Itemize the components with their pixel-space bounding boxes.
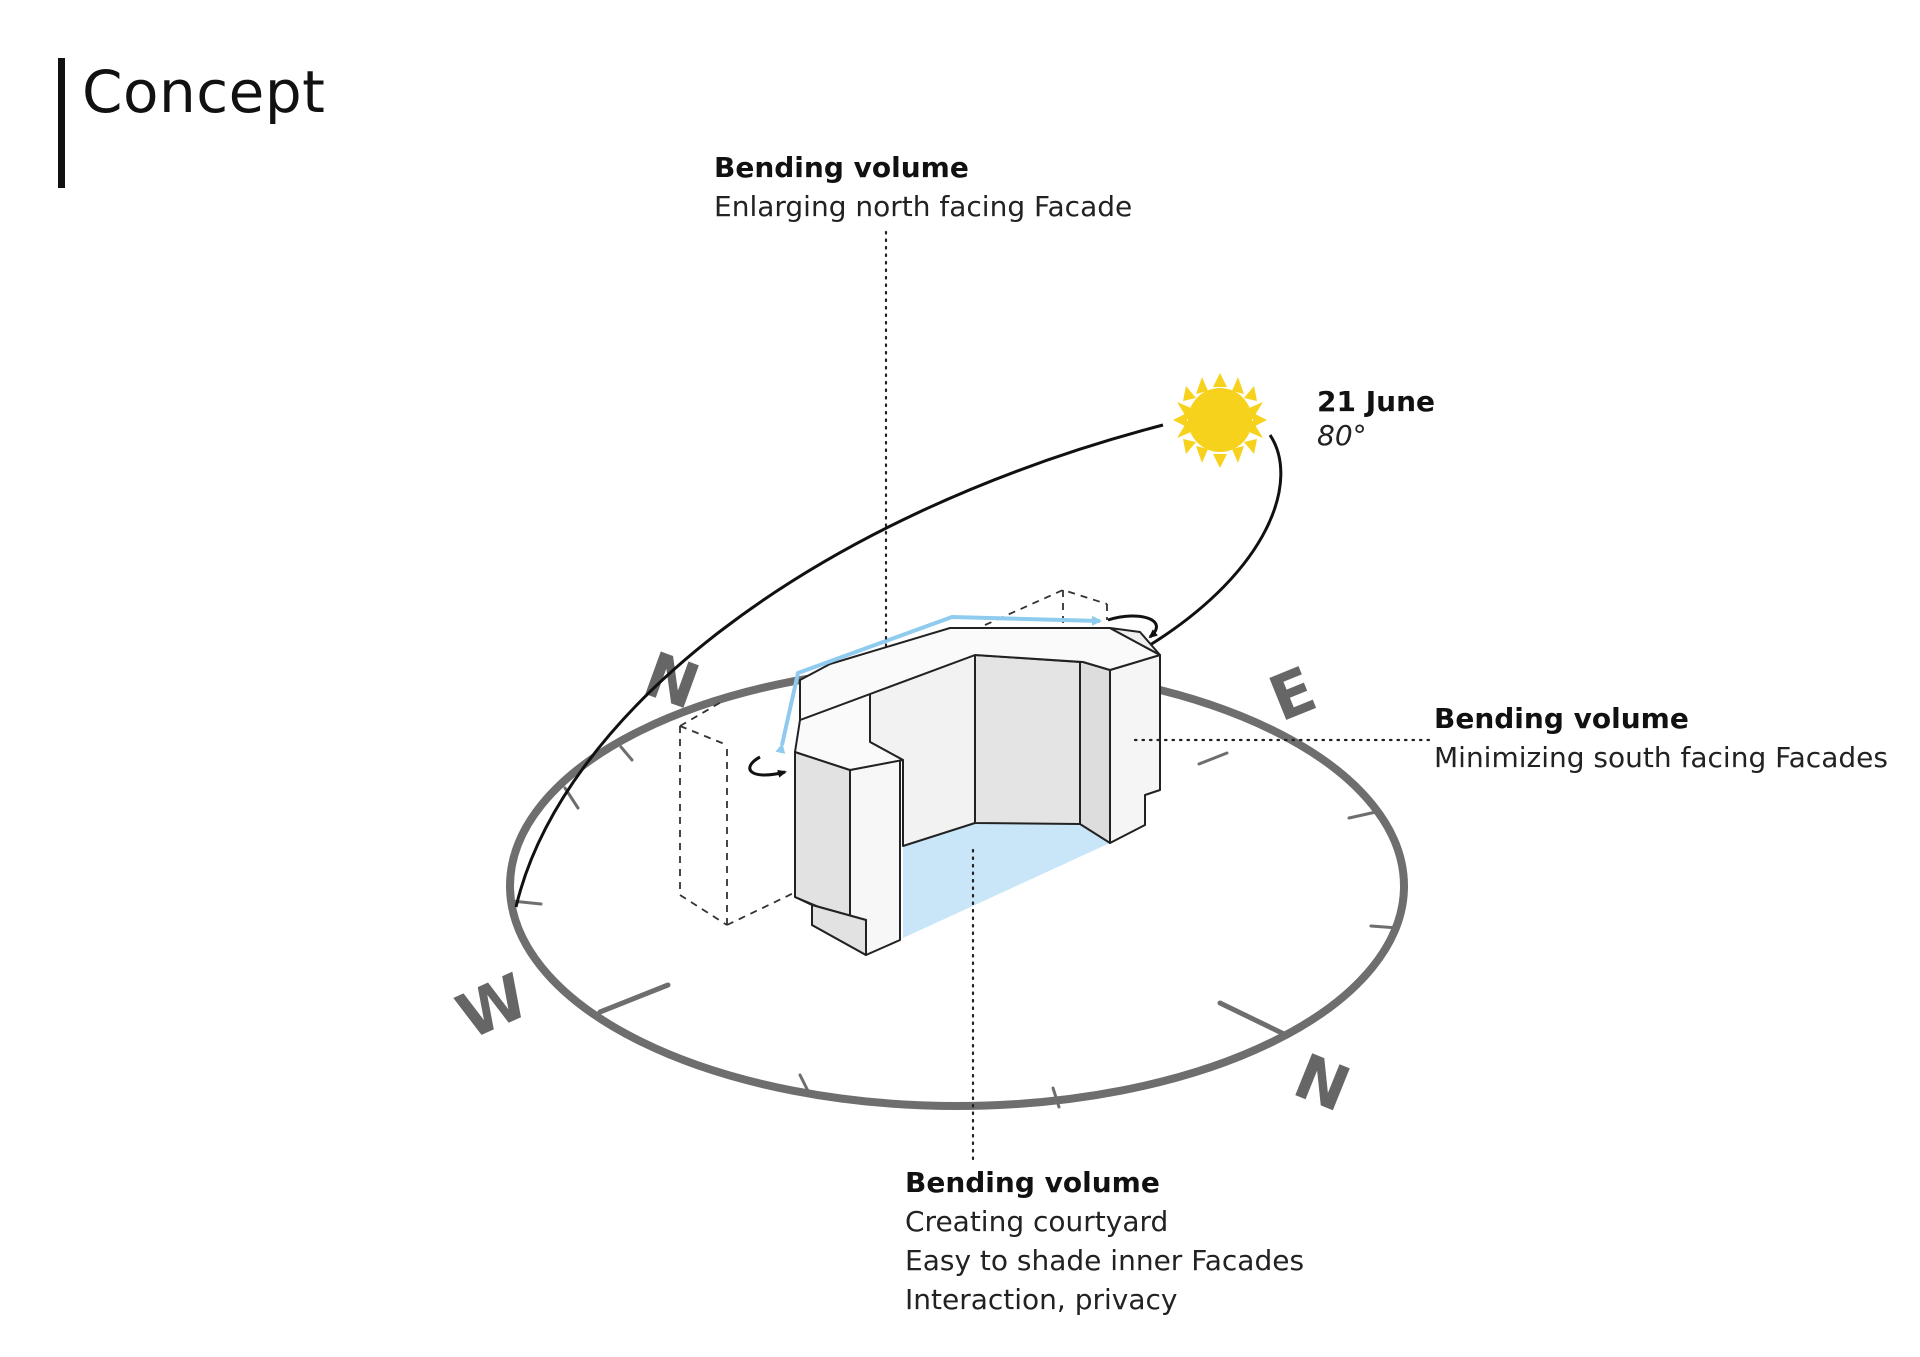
courtyard-shade xyxy=(903,822,1110,938)
annotation-south-facades-heading: Bending volume xyxy=(1434,702,1689,735)
sun-path-arc-return xyxy=(1149,434,1283,647)
title-accent-bar xyxy=(58,58,65,188)
compass-ticks xyxy=(510,745,1400,1109)
original-volume-outline xyxy=(679,589,1108,926)
compass-label-east: E xyxy=(1259,652,1326,736)
page-title: Concept xyxy=(82,58,326,126)
annotation-south-facades-line: Minimizing south facing Facades xyxy=(1434,741,1888,774)
annotation-north-facade: Bending volume Enlarging north facing Fa… xyxy=(714,148,1132,226)
sun-date: 21 June xyxy=(1317,385,1435,418)
building-volume xyxy=(794,627,1161,956)
compass-label-north-front: N xyxy=(1284,1039,1359,1126)
annotation-courtyard-line-1: Creating courtyard xyxy=(905,1205,1169,1238)
leader-lines xyxy=(884,230,1436,1167)
annotation-courtyard-line-2: Easy to shade inner Facades xyxy=(905,1244,1305,1277)
sun-angle: 80° xyxy=(1317,419,1367,452)
compass-cardinal-ticks xyxy=(597,982,1287,1037)
sun-path-arc xyxy=(514,423,1164,908)
compass-label-west: W xyxy=(446,959,538,1054)
annotation-north-facade-heading: Bending volume xyxy=(714,151,969,184)
annotation-courtyard-line-3: Interaction, privacy xyxy=(905,1283,1178,1316)
annotation-courtyard: Bending volume Creating courtyard Easy t… xyxy=(905,1163,1304,1319)
annotation-north-facade-line: Enlarging north facing Facade xyxy=(714,190,1133,223)
sun-label: 21 June 80° xyxy=(1317,385,1435,453)
annotation-courtyard-heading: Bending volume xyxy=(905,1166,1160,1199)
bend-arrow xyxy=(775,614,1102,754)
annotation-south-facades: Bending volume Minimizing south facing F… xyxy=(1434,699,1888,777)
rotation-arrow-left xyxy=(748,755,787,778)
sun-icon xyxy=(1173,373,1267,468)
rotation-arrow-right xyxy=(1107,614,1158,639)
